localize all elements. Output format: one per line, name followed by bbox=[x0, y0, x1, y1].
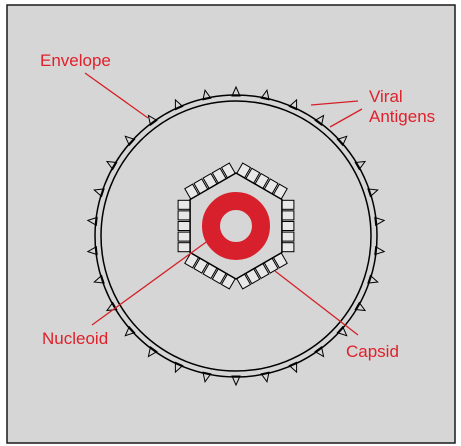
capsid-label: Capsid bbox=[346, 343, 399, 360]
capsomere bbox=[178, 243, 191, 252]
capsomere bbox=[281, 243, 294, 252]
capsomere bbox=[281, 232, 294, 241]
capsomere bbox=[178, 211, 191, 220]
nucleoid-label: Nucleoid bbox=[42, 330, 108, 347]
capsomere bbox=[281, 211, 294, 220]
capsomere bbox=[281, 200, 294, 209]
viral-antigens-label-line-2: Antigens bbox=[369, 108, 435, 125]
capsomere bbox=[178, 222, 191, 231]
capsomere bbox=[178, 232, 191, 241]
viral-antigens-label-line-1: Viral bbox=[369, 88, 403, 105]
capsomere bbox=[178, 200, 191, 209]
envelope-label: Envelope bbox=[40, 52, 111, 69]
capsomere bbox=[281, 222, 294, 231]
